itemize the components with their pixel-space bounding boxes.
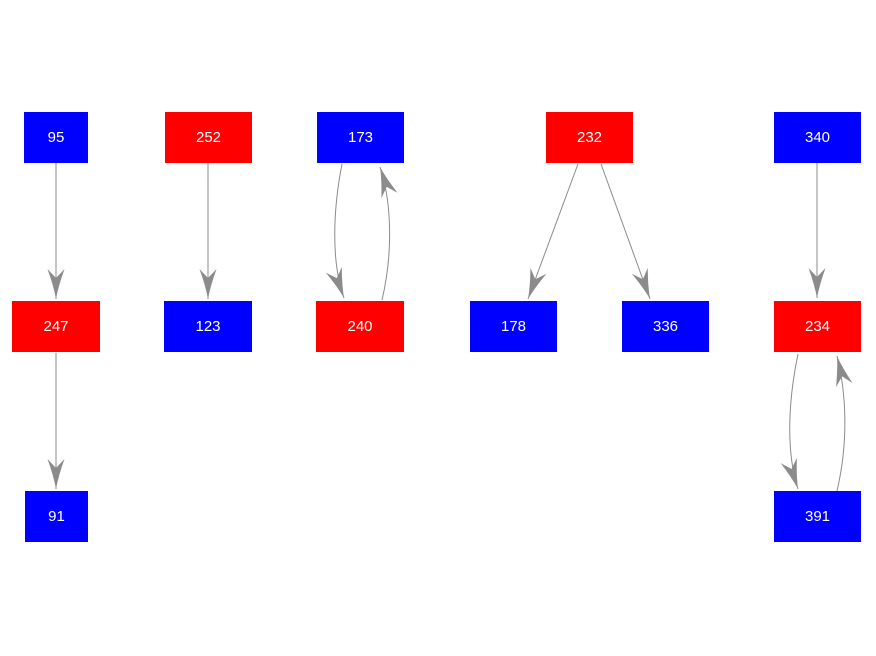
node-label: 173 [347, 129, 374, 146]
graph-node-240: 240 [316, 301, 404, 352]
graph-node-173: 173 [317, 112, 404, 163]
node-label: 91 [48, 508, 65, 525]
graph-node-340: 340 [774, 112, 861, 163]
node-label: 247 [43, 318, 69, 335]
node-label: 252 [195, 129, 222, 146]
graph-node-123: 123 [164, 301, 252, 352]
graph-node-95: 95 [24, 112, 88, 163]
edge-240-to-173 [379, 166, 398, 301]
node-label: 123 [195, 318, 221, 335]
edge-232-to-336 [600, 163, 651, 300]
node-label: 178 [500, 318, 527, 335]
graph-node-178: 178 [470, 301, 557, 352]
node-label: 336 [652, 318, 679, 335]
edge-173-to-240 [325, 163, 345, 299]
edge-391-to-234 [836, 355, 853, 492]
node-label: 232 [576, 129, 603, 146]
graph-node-252: 252 [165, 112, 252, 163]
graph-node-247: 247 [12, 301, 100, 352]
node-label: 95 [47, 129, 65, 146]
graph-node-391: 391 [774, 491, 861, 542]
node-label: 391 [804, 508, 831, 525]
graph-node-234: 234 [774, 301, 861, 352]
node-label: 240 [347, 318, 373, 335]
node-label: 340 [804, 129, 831, 146]
graph-node-232: 232 [546, 112, 633, 163]
edge-234-to-391 [780, 353, 799, 490]
graph-node-336: 336 [622, 301, 709, 352]
graph-node-91: 91 [25, 491, 88, 542]
edge-group [47, 163, 853, 492]
edge-232-to-178 [527, 163, 579, 300]
node-label: 234 [804, 318, 831, 335]
